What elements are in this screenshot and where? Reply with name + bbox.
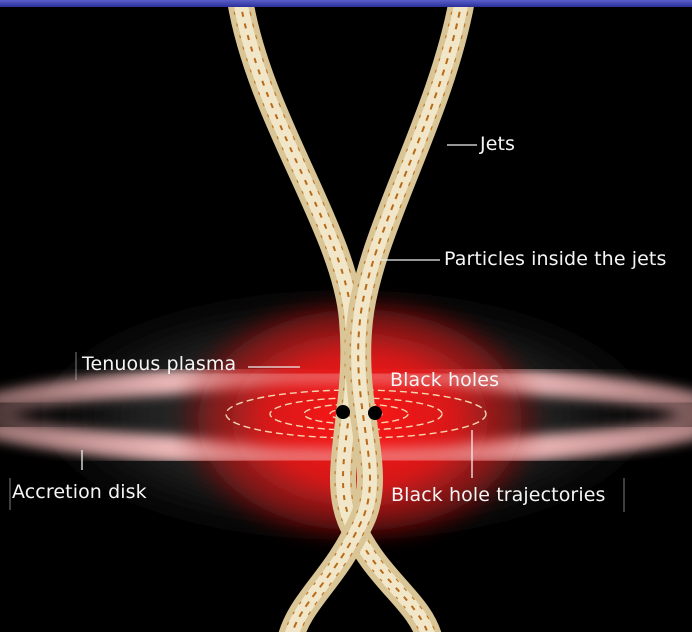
black-hole-right — [368, 406, 382, 420]
label-jets: Jets — [480, 135, 515, 154]
label-tenuous-plasma: Tenuous plasma — [82, 355, 236, 374]
label-black-hole-trajectories: Black hole trajectories — [391, 486, 606, 505]
label-particles-inside-jets: Particles inside the jets — [444, 250, 666, 269]
black-hole-left — [336, 405, 350, 419]
label-accretion-disk: Accretion disk — [12, 483, 147, 502]
header-bar — [0, 0, 692, 7]
label-black-holes: Black holes — [390, 371, 499, 390]
